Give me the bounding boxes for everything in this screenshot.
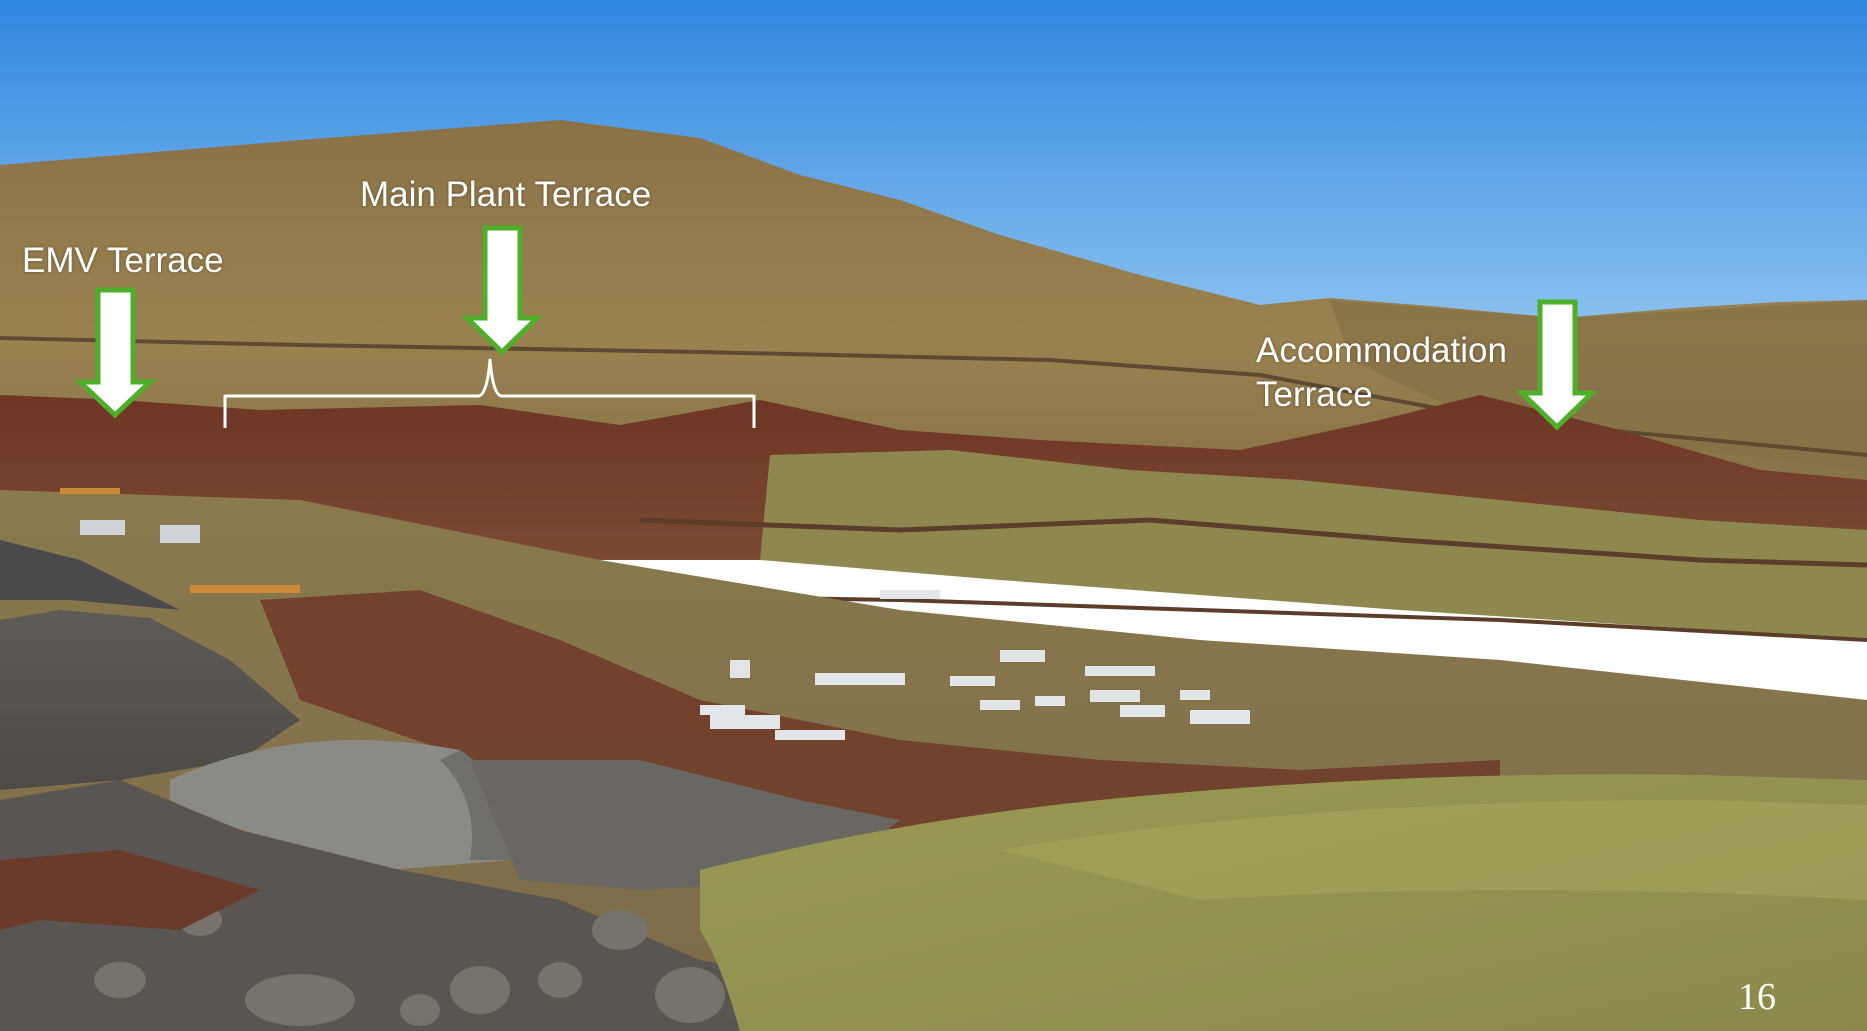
accommodation-label-line2: Terrace <box>1256 375 1373 414</box>
grey-pad <box>170 740 512 870</box>
dark-stockpile <box>0 610 300 790</box>
accommodation-terrace-label: Accommodation Terrace <box>1256 329 1507 417</box>
emv-terrace-label: EMV Terrace <box>22 241 224 280</box>
camp-buildings <box>700 590 1250 740</box>
rock-boulders <box>94 904 786 1030</box>
red-soil-foreground <box>0 850 260 930</box>
road-line-2 <box>639 517 1867 568</box>
foreground-rocks <box>0 780 860 1031</box>
down-arrow-icon <box>460 225 544 356</box>
grassy-hill-highlight <box>1000 800 1867 900</box>
accommodation-label-line1: Accommodation <box>1256 331 1507 370</box>
grey-pad-shade <box>440 750 512 860</box>
curly-brace-icon <box>223 358 756 428</box>
page-number: 16 <box>1738 976 1776 1018</box>
down-arrow-icon <box>1515 299 1599 431</box>
camp-buildings-left <box>60 488 300 593</box>
main-plant-terrace-label: Main Plant Terrace <box>360 175 652 214</box>
terrace-fields <box>760 450 1867 640</box>
waste-dump <box>0 540 180 610</box>
down-arrow-icon <box>73 287 157 419</box>
right-ridge <box>1330 300 1867 470</box>
